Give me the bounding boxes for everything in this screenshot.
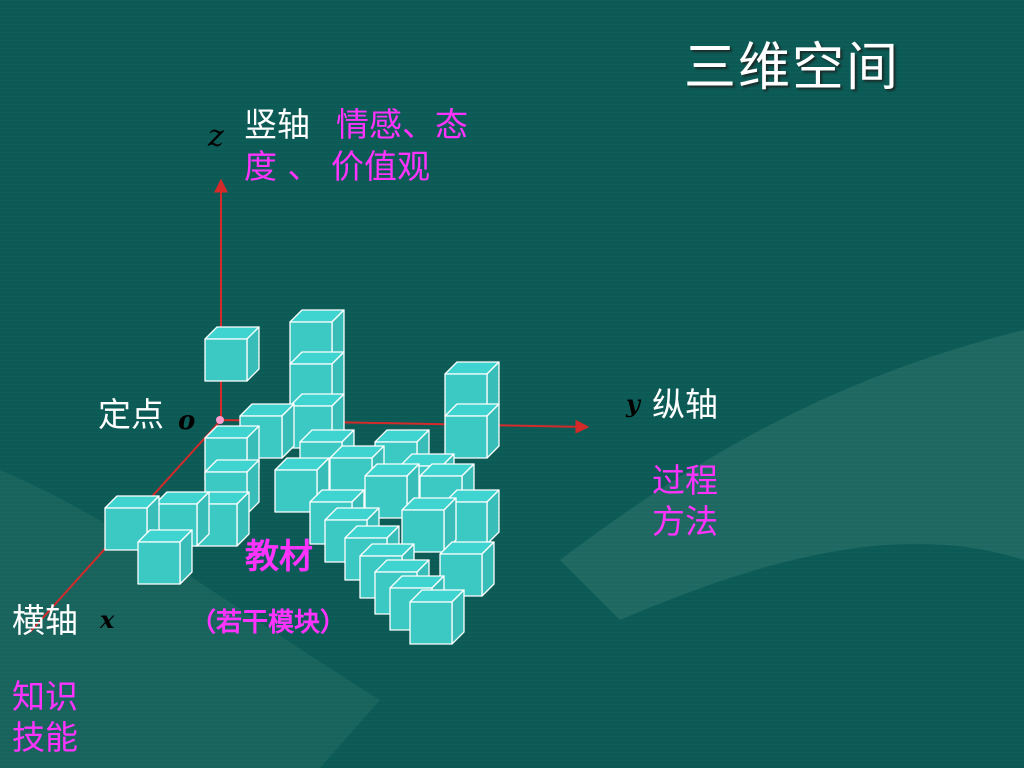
x-axis-meaning: 知识 技能 [12, 676, 78, 759]
origin-point [216, 416, 224, 424]
x-axis-meaning-line1: 知识 [12, 677, 78, 716]
module-cube [204, 326, 260, 382]
y-axis-letter: y [626, 389, 640, 418]
module-cube [439, 541, 495, 597]
textbook-label: 教材 [245, 537, 313, 577]
page-title: 三维空间 [684, 38, 901, 98]
origin-letter: o [178, 406, 196, 436]
module-cube [137, 529, 193, 585]
origin-label: 定点 [98, 395, 164, 434]
z-axis-meaning-line1: 情感、态 [336, 105, 468, 144]
decorative-swirl-2 [0, 470, 380, 768]
x-axis-label: 横轴 [12, 601, 78, 640]
z-axis-label: 竖轴 [244, 105, 310, 144]
x-axis-meaning-line2: 技能 [12, 718, 78, 758]
textbook-sublabel: （若干模块） [190, 608, 347, 638]
y-axis-meaning: 过程 方法 [652, 460, 718, 543]
x-axis-letter: x [100, 605, 115, 634]
module-cube [444, 403, 500, 459]
z-axis-meaning-line2: 度 、 价值观 [244, 147, 430, 186]
z-axis-letter: z [208, 119, 224, 154]
module-cubes [104, 309, 500, 645]
y-axis-label: 纵轴 [652, 385, 718, 424]
module-cube [409, 589, 465, 645]
decorative-swirl [560, 330, 1024, 620]
y-axis-meaning-line1: 过程 [652, 461, 718, 500]
y-axis-meaning-line2: 方法 [652, 502, 718, 542]
